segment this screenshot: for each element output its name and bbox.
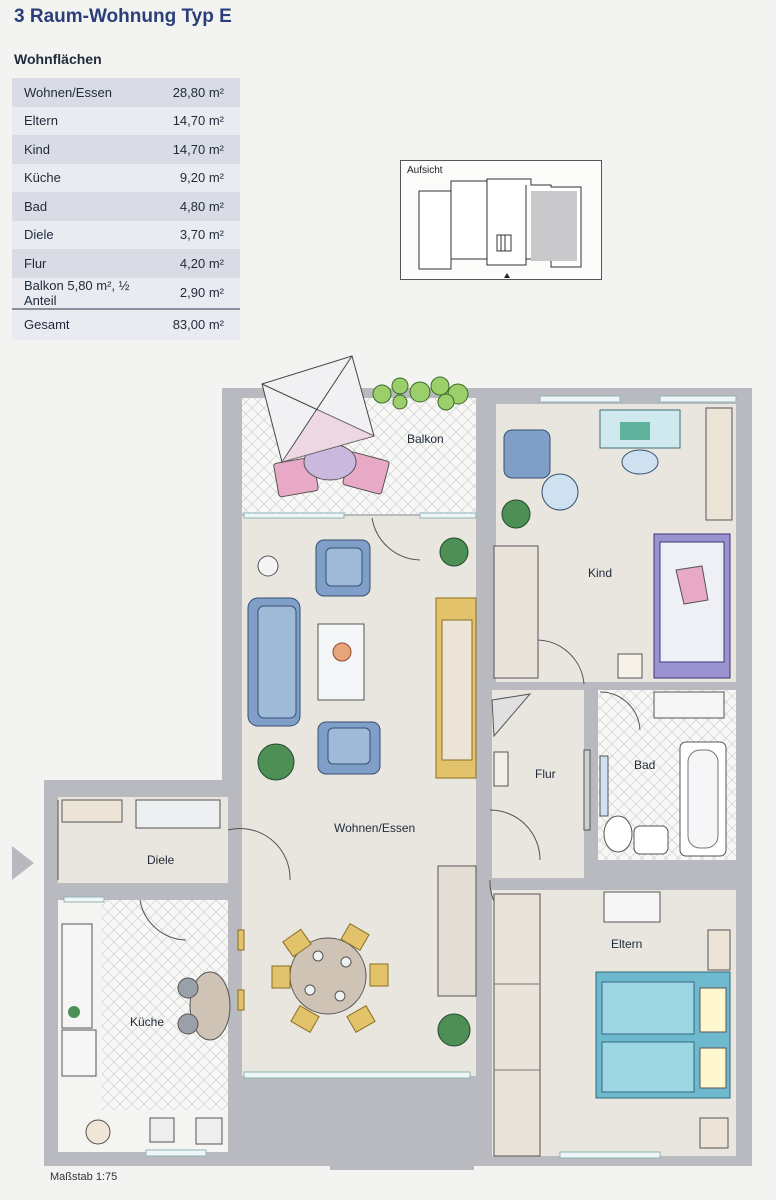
area-label: Balkon 5,80 m², ½ Anteil: [12, 277, 161, 309]
area-label: Eltern: [12, 106, 161, 135]
coffee-table: [317, 623, 365, 701]
entry-arrow-icon: [12, 846, 34, 880]
area-label: Küche: [12, 163, 161, 192]
page-title: 3 Raum-Wohnung Typ E: [14, 6, 232, 27]
room-label-wohnen: Wohnen/Essen: [334, 821, 416, 835]
area-table: Wohnen/Essen 28,80 m² Eltern 14,70 m² Ki…: [12, 78, 240, 340]
bad-fixtures: [599, 691, 727, 857]
site-plan-highlight: [531, 191, 577, 261]
site-plan-marker: [504, 273, 510, 278]
plants: [257, 537, 471, 1047]
area-total-label: Gesamt: [12, 307, 161, 340]
area-value: 4,20 m²: [160, 249, 240, 278]
area-row: Diele 3,70 m²: [12, 220, 240, 249]
area-value: 28,80 m²: [160, 78, 240, 107]
flur-furniture: [491, 693, 591, 831]
room-label-kueche: Küche: [130, 1015, 165, 1029]
windows: [63, 395, 737, 1159]
area-row: Küche 9,20 m²: [12, 163, 240, 192]
wardrobe: [493, 893, 541, 1157]
area-value: 14,70 m²: [160, 135, 240, 164]
area-row: Eltern 14,70 m²: [12, 106, 240, 135]
area-row: Balkon 5,80 m², ½ Anteil 2,90 m²: [12, 277, 240, 309]
area-total-row: Gesamt 83,00 m²: [12, 307, 240, 340]
kitchen-table: [189, 971, 231, 1041]
site-plan-label: Aufsicht: [407, 165, 443, 176]
sideboard: [437, 865, 477, 997]
area-value: 2,90 m²: [160, 277, 240, 309]
area-total-value: 83,00 m²: [160, 307, 240, 340]
diele-kueche-furniture: [61, 799, 231, 1145]
wohnen-furniture: [237, 537, 477, 1047]
balkon-plants: [372, 376, 469, 411]
armchair: [503, 429, 551, 479]
area-row: Flur 4,20 m²: [12, 249, 240, 278]
area-row: Kind 14,70 m²: [12, 135, 240, 164]
area-value: 14,70 m²: [160, 106, 240, 135]
area-label: Bad: [12, 192, 161, 221]
room-label-eltern: Eltern: [611, 937, 643, 951]
area-label: Diele: [12, 220, 161, 249]
eltern-furniture: [493, 891, 731, 1157]
area-label: Flur: [12, 249, 161, 278]
area-value: 9,20 m²: [160, 163, 240, 192]
room-label-balkon: Balkon: [407, 432, 444, 446]
area-value: 3,70 m²: [160, 220, 240, 249]
kind-furniture: [493, 407, 733, 679]
shelf: [705, 407, 733, 521]
area-heading: Wohnflächen: [14, 51, 102, 67]
room-label-kind: Kind: [588, 566, 613, 580]
kitchen-sink: [61, 1029, 97, 1077]
area-row: Wohnen/Essen 28,80 m²: [12, 78, 240, 107]
area-label: Wohnen/Essen: [12, 78, 161, 107]
scale-label: Maßstab 1:75: [50, 1171, 118, 1183]
area-row: Bad 4,80 m²: [12, 192, 240, 221]
floor-lamp: [257, 555, 279, 577]
site-plan: Aufsicht: [400, 160, 602, 280]
balkon-furniture: [261, 355, 469, 498]
site-plan-drawing: [418, 178, 582, 278]
room-label-bad: Bad: [634, 758, 656, 772]
toilet: [603, 815, 633, 853]
sink: [633, 825, 669, 855]
wardrobe: [493, 545, 539, 679]
area-label: Kind: [12, 135, 161, 164]
room-label-diele: Diele: [147, 853, 175, 867]
room-label-flur: Flur: [535, 767, 556, 781]
area-value: 4,80 m²: [160, 192, 240, 221]
